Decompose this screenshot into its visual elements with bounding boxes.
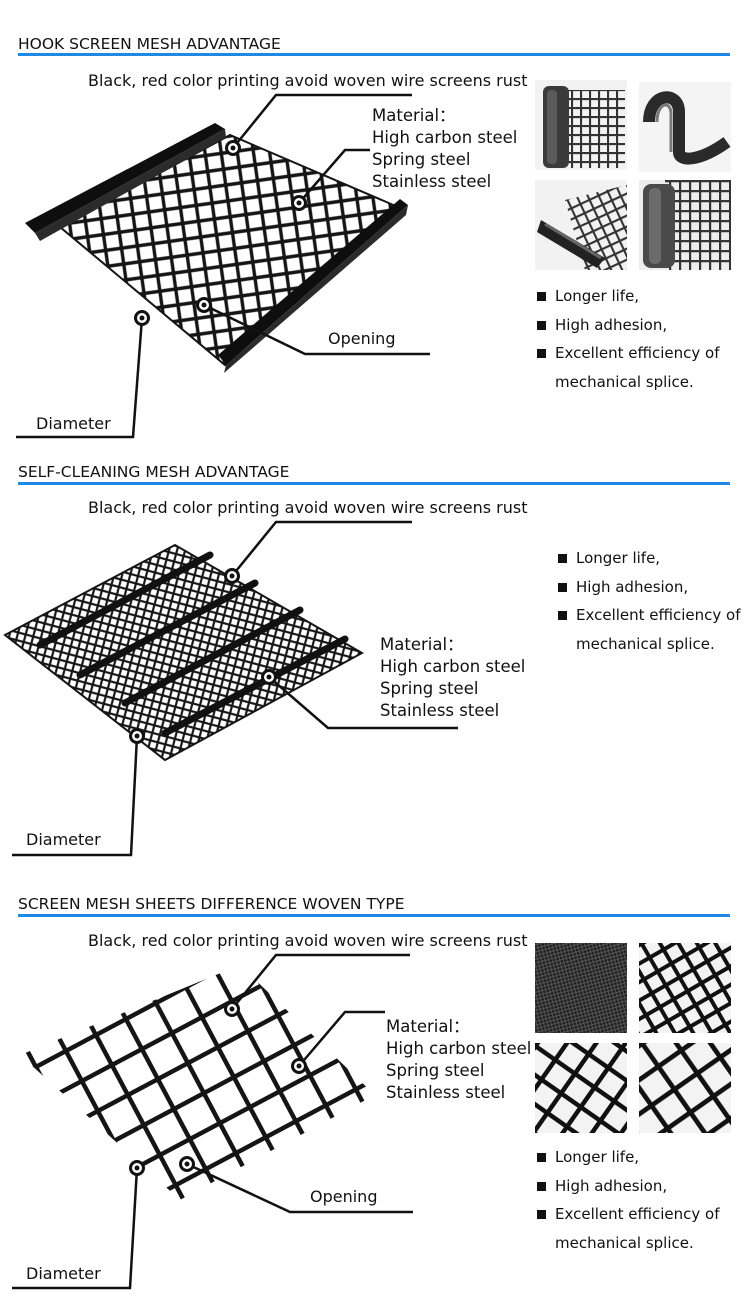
material-title: Material： xyxy=(386,1017,470,1036)
bullet-square-icon xyxy=(558,582,567,592)
feature-item: High adhesion, xyxy=(537,311,720,340)
woven-type-photo-2 xyxy=(639,943,731,1033)
feature-item-continuation: mechanical splice. xyxy=(555,1233,694,1252)
feature-item-continuation: mechanical splice. xyxy=(576,634,715,653)
diameter-label: Diameter xyxy=(36,414,111,433)
woven-type-photo-3 xyxy=(535,1043,627,1133)
feature-item: Longer life, xyxy=(558,544,741,573)
bullet-square-icon xyxy=(537,1153,546,1162)
feature-item: Longer life, xyxy=(537,1143,720,1172)
hook-edge-photo-4 xyxy=(639,180,731,270)
material-item: High carbon steel xyxy=(372,128,518,147)
caption-rust: Black, red color printing avoid woven wi… xyxy=(88,71,528,90)
bullet-square-icon xyxy=(537,1181,546,1191)
bullet-square-icon xyxy=(537,349,546,358)
caption-rust: Black, red color printing avoid woven wi… xyxy=(88,931,528,950)
woven-mesh-illustration xyxy=(20,965,375,1200)
material-item: High carbon steel xyxy=(386,1039,532,1058)
hook-mesh-illustration xyxy=(25,123,408,373)
material-list-self-cleaning: Material： High carbon steel Spring steel… xyxy=(380,634,525,722)
material-item: Spring steel xyxy=(380,679,479,698)
material-item: Spring steel xyxy=(372,150,471,169)
feature-list-woven: Longer life, High adhesion, Excellent ef… xyxy=(537,1143,720,1257)
diameter-label: Diameter xyxy=(26,1264,101,1283)
material-list-woven: Material： High carbon steel Spring steel… xyxy=(386,1016,531,1104)
woven-type-photo-4 xyxy=(639,1043,731,1133)
hook-edge-photo-2 xyxy=(639,82,731,172)
callout-markers xyxy=(129,140,307,1176)
material-item: Stainless steel xyxy=(386,1083,506,1102)
material-list-hook: Material： High carbon steel Spring steel… xyxy=(372,105,517,193)
feature-item: Excellent efficiency of xyxy=(537,339,720,368)
bullet-square-icon xyxy=(537,1210,546,1219)
bullet-square-icon xyxy=(558,611,567,620)
bullet-square-icon xyxy=(537,320,546,330)
feature-item: Longer life, xyxy=(537,282,720,311)
section-title-hook: HOOK SCREEN MESH ADVANTAGE xyxy=(18,35,281,53)
woven-type-photo-1 xyxy=(535,943,627,1033)
feature-item-continuation: mechanical splice. xyxy=(555,372,694,391)
section-divider xyxy=(18,914,730,917)
section-divider xyxy=(18,53,730,56)
material-item: Spring steel xyxy=(386,1061,485,1080)
material-item: Stainless steel xyxy=(372,172,492,191)
bullet-square-icon xyxy=(558,554,567,563)
diameter-label: Diameter xyxy=(26,830,101,849)
self-cleaning-mesh-illustration xyxy=(3,543,365,762)
section-divider xyxy=(18,482,730,485)
material-title: Material： xyxy=(380,635,464,654)
feature-item: High adhesion, xyxy=(558,573,741,602)
opening-label: Opening xyxy=(328,329,396,348)
caption-rust: Black, red color printing avoid woven wi… xyxy=(88,498,528,517)
feature-list-hook: Longer life, High adhesion, Excellent ef… xyxy=(537,282,720,396)
feature-item: Excellent efficiency of xyxy=(537,1200,720,1229)
section-title-self-cleaning: SELF-CLEANING MESH ADVANTAGE xyxy=(18,463,290,481)
opening-label: Opening xyxy=(310,1187,378,1206)
hook-edge-photo-1 xyxy=(535,80,627,170)
feature-list-self-cleaning: Longer life, High adhesion, Excellent ef… xyxy=(558,544,741,658)
bullet-square-icon xyxy=(537,292,546,301)
section-title-woven-type: SCREEN MESH SHEETS DIFFERENCE WOVEN TYPE xyxy=(18,895,405,913)
material-item: High carbon steel xyxy=(380,657,526,676)
feature-item: Excellent efficiency of xyxy=(558,601,741,630)
feature-item: High adhesion, xyxy=(537,1172,720,1201)
material-item: Stainless steel xyxy=(380,701,500,720)
hook-edge-photo-3 xyxy=(535,180,627,270)
material-title: Material： xyxy=(372,106,456,125)
